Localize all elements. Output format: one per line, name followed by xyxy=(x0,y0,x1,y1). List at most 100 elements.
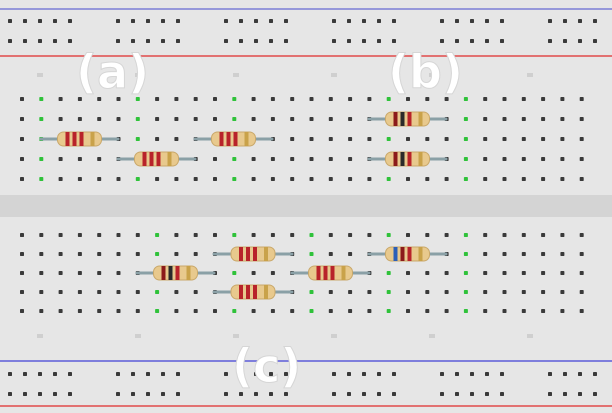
resistor-band xyxy=(72,132,77,146)
rail-hole xyxy=(131,392,135,396)
hole xyxy=(116,290,121,294)
hole xyxy=(39,177,44,181)
hole xyxy=(174,97,179,101)
rail-hole xyxy=(254,19,258,23)
rail-hole xyxy=(176,19,180,23)
rail-hole xyxy=(377,39,381,43)
column-marker xyxy=(527,334,533,338)
rail-hole xyxy=(224,392,228,396)
resistor-band xyxy=(167,152,172,166)
rail-hole xyxy=(284,372,288,376)
rail-hole xyxy=(548,19,552,23)
hole xyxy=(77,97,82,101)
hole xyxy=(521,97,526,101)
hole xyxy=(521,177,526,181)
resistor-band xyxy=(400,152,405,166)
hole xyxy=(116,271,121,275)
column-marker xyxy=(527,73,533,77)
hole xyxy=(521,252,526,256)
hole xyxy=(20,271,24,275)
hole xyxy=(521,271,526,275)
hole xyxy=(174,177,179,181)
hole xyxy=(406,97,410,101)
resistor-band xyxy=(168,266,173,280)
hole xyxy=(309,233,314,237)
hole xyxy=(39,290,44,294)
hole xyxy=(579,271,584,275)
resistor-band xyxy=(156,152,161,166)
hole xyxy=(560,157,565,161)
rail-hole xyxy=(239,372,243,376)
label-c: (c) xyxy=(232,339,301,393)
hole xyxy=(502,271,507,275)
column-marker xyxy=(135,73,141,77)
hole xyxy=(502,157,507,161)
rail-hole xyxy=(455,392,459,396)
rail-hole xyxy=(53,19,57,23)
hole xyxy=(444,97,449,101)
hole xyxy=(541,252,546,256)
rail-hole xyxy=(470,392,474,396)
resistor-c xyxy=(367,246,448,262)
rail-hole xyxy=(593,392,597,396)
hole xyxy=(232,309,237,313)
rail-hole xyxy=(116,392,120,396)
rail-hole xyxy=(131,39,135,43)
label-b: (b) xyxy=(388,45,463,99)
hole xyxy=(502,233,507,237)
rail-hole xyxy=(440,19,444,23)
hole xyxy=(541,157,546,161)
column-marker xyxy=(233,334,239,338)
hole xyxy=(348,137,353,141)
resistor-band xyxy=(264,247,268,261)
hole xyxy=(406,271,410,275)
hole xyxy=(290,309,295,313)
resistor-band xyxy=(246,247,250,261)
hole xyxy=(251,117,256,121)
hole xyxy=(39,97,44,101)
rail-hole xyxy=(455,19,459,23)
hole xyxy=(483,117,488,121)
rail-hole xyxy=(500,372,504,376)
hole xyxy=(116,117,121,121)
rail-hole xyxy=(332,392,336,396)
hole xyxy=(579,233,584,237)
hole xyxy=(444,271,449,275)
hole xyxy=(77,252,82,256)
hole xyxy=(155,233,160,237)
hole xyxy=(193,309,198,313)
hole xyxy=(135,97,140,101)
hole xyxy=(135,233,140,237)
resistor-band xyxy=(407,247,412,261)
hole xyxy=(386,309,391,313)
rail-hole xyxy=(500,39,504,43)
hole xyxy=(328,137,333,141)
resistor-band xyxy=(239,285,243,299)
rail-hole xyxy=(269,19,273,23)
hole xyxy=(116,177,121,181)
hole xyxy=(290,117,295,121)
hole xyxy=(541,97,546,101)
rail-hole xyxy=(23,392,27,396)
resistor-band xyxy=(219,132,224,146)
hole xyxy=(328,252,333,256)
resistor-band xyxy=(239,247,243,261)
hole xyxy=(348,309,353,313)
hole xyxy=(406,137,410,141)
hole xyxy=(483,309,488,313)
rail-hole xyxy=(485,392,489,396)
hole xyxy=(444,309,449,313)
hole xyxy=(367,97,372,101)
hole xyxy=(155,309,160,313)
resistor-band xyxy=(393,247,398,261)
hole xyxy=(541,117,546,121)
column-marker xyxy=(233,73,239,77)
hole xyxy=(579,290,584,294)
hole xyxy=(270,233,275,237)
rail-hole xyxy=(362,19,366,23)
hole xyxy=(20,290,24,294)
rail-hole xyxy=(254,372,258,376)
resistor-band xyxy=(393,152,398,166)
rail-hole xyxy=(68,372,72,376)
hole xyxy=(251,271,256,275)
